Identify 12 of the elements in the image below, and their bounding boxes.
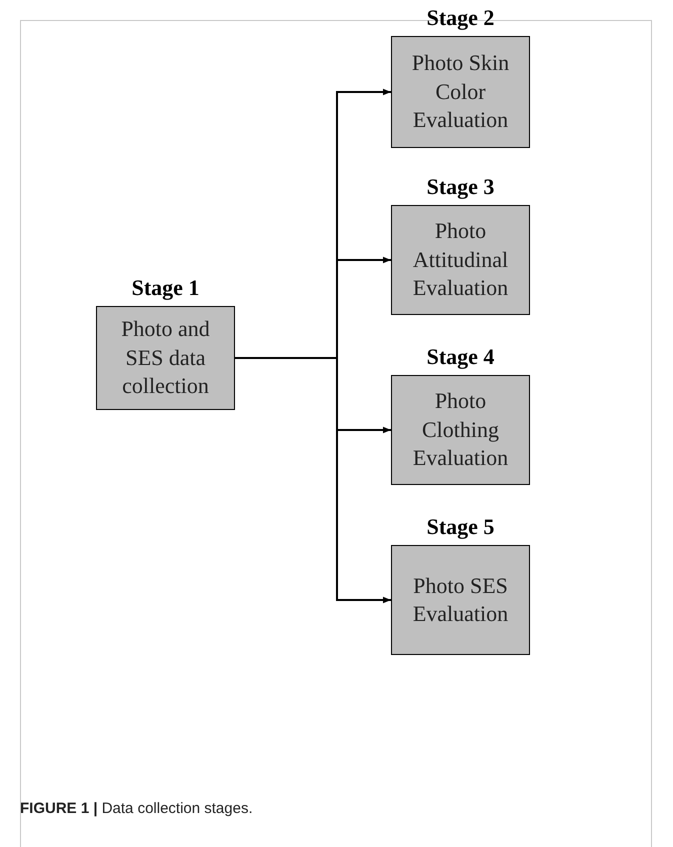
process-box: Photo Attitudinal Evaluation (391, 205, 530, 316)
stage-heading: Stage 4 (426, 345, 494, 370)
process-box: Photo Clothing Evaluation (391, 375, 530, 486)
process-box: Photo Skin Color Evaluation (391, 36, 530, 148)
process-box: Photo SES Evaluation (391, 545, 530, 656)
stage-heading: Stage 2 (426, 6, 494, 30)
stage-heading: Stage 1 (132, 276, 200, 300)
stage-heading: Stage 5 (426, 515, 494, 540)
arrow (235, 357, 391, 604)
stage-heading: Stage 3 (426, 175, 494, 200)
figure-caption: FIGURE 1 | Data collection stages. (20, 800, 253, 817)
process-box: Photo and SES data collection (96, 306, 235, 410)
